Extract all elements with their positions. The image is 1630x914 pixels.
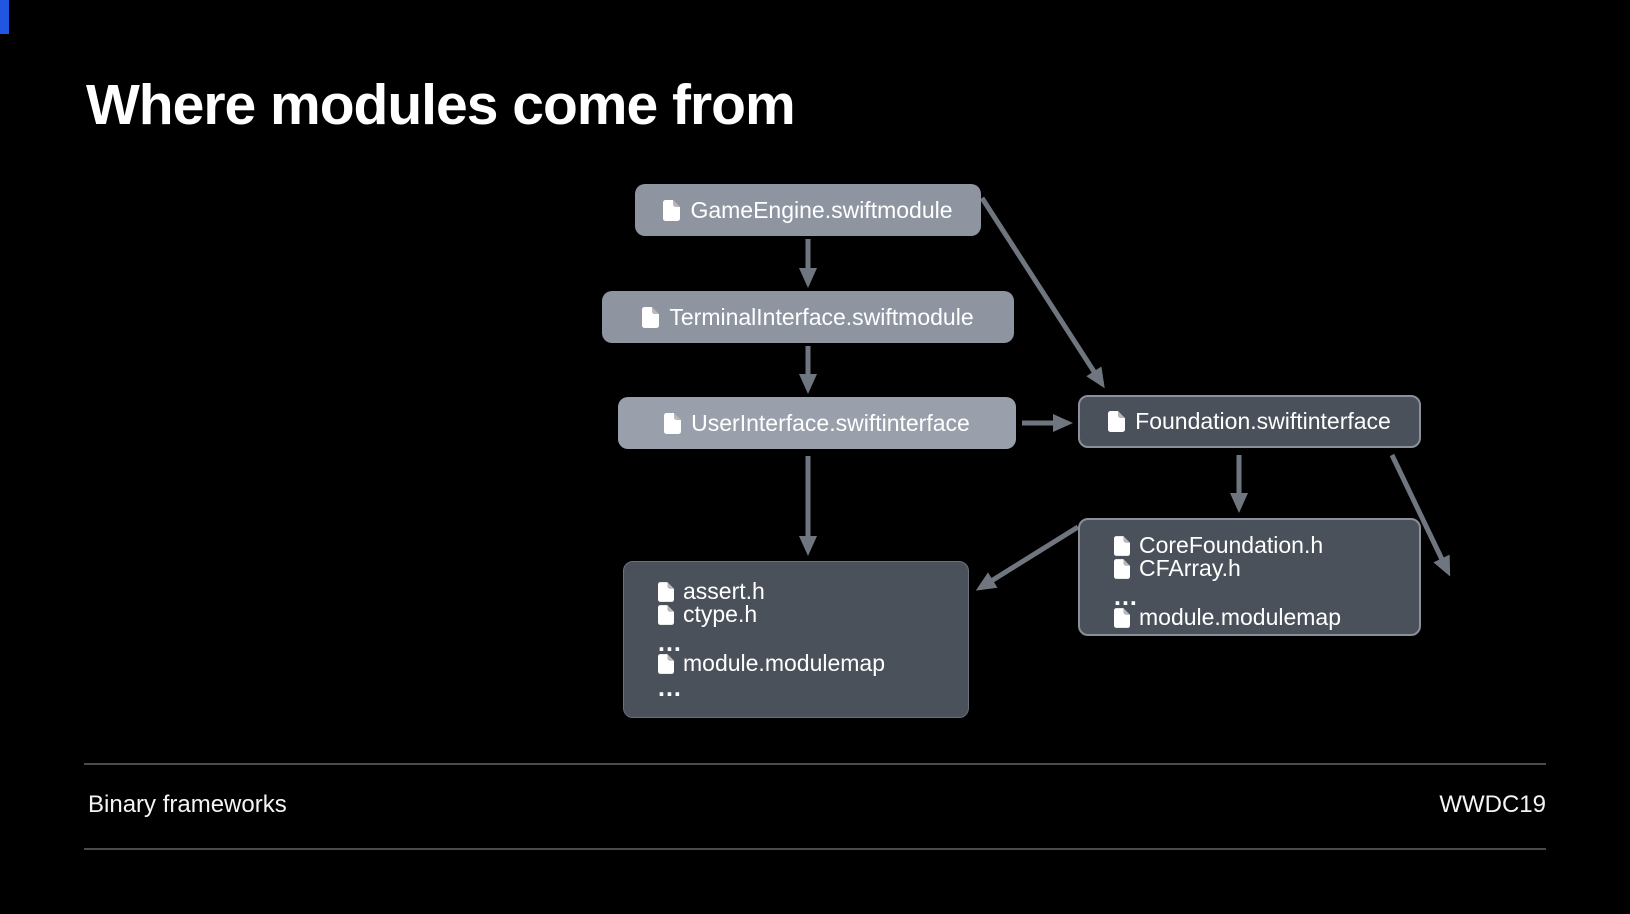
file-icon <box>664 412 682 434</box>
file-icon <box>1108 411 1126 432</box>
node-gameengine-swiftmodule: GameEngine.swiftmodule <box>635 184 981 236</box>
file-icon <box>658 604 674 625</box>
file-icon <box>1114 535 1130 556</box>
corner-artifact <box>0 0 9 34</box>
node-terminalinterface-swiftmodule: TerminalInterface.swiftmodule <box>602 291 1014 343</box>
ellipsis: ... <box>658 629 682 657</box>
panel-item: CFArray.h <box>1114 555 1419 581</box>
panel-item: module.modulemap <box>658 650 968 676</box>
panel-item-label: module.modulemap <box>1139 604 1342 630</box>
node-label: UserInterface.swiftinterface <box>691 409 970 436</box>
node-foundation-swiftinterface: Foundation.swiftinterface <box>1078 395 1421 448</box>
node-label: Foundation.swiftinterface <box>1135 408 1391 434</box>
footer-divider-bottom <box>84 848 1546 850</box>
panel-item-label: CoreFoundation.h <box>1139 532 1324 558</box>
ellipsis: ... <box>658 674 682 702</box>
panel-item: module.modulemap <box>1114 604 1419 630</box>
file-icon <box>663 199 681 221</box>
node-sdk-headers-panel: assert.h ctype.h ... module.modulemap ..… <box>623 561 969 718</box>
file-icon <box>658 653 674 674</box>
file-icon <box>658 581 674 602</box>
panel-item: assert.h <box>658 578 968 604</box>
node-userinterface-swiftinterface: UserInterface.swiftinterface <box>618 397 1016 449</box>
node-label: GameEngine.swiftmodule <box>690 196 953 223</box>
panel-item-label: module.modulemap <box>683 650 886 676</box>
footer-session-title: Binary frameworks <box>88 791 287 818</box>
footer-event-label: WWDC19 <box>1439 791 1546 818</box>
edge-corefoundation-headers-to-sdk-headers <box>975 524 1080 591</box>
node-label: TerminalInterface.swiftmodule <box>669 303 974 330</box>
panel-body: CoreFoundation.h CFArray.h ... module.mo… <box>1080 520 1419 630</box>
panel-item-label: assert.h <box>683 578 765 604</box>
node-corefoundation-headers-panel: CoreFoundation.h CFArray.h ... module.mo… <box>1078 518 1421 636</box>
panel-item: ctype.h <box>658 601 968 627</box>
file-icon <box>1114 607 1130 628</box>
footer-divider-top <box>84 763 1546 765</box>
page-title: Where modules come from <box>86 73 796 138</box>
ellipsis: ... <box>1114 583 1138 611</box>
file-icon <box>1114 558 1130 579</box>
panel-item-label: CFArray.h <box>1139 555 1241 581</box>
file-icon <box>642 306 660 328</box>
panel-item: CoreFoundation.h <box>1114 532 1419 558</box>
panel-item-label: ctype.h <box>683 601 758 627</box>
panel-body: assert.h ctype.h ... module.modulemap ..… <box>624 562 968 702</box>
